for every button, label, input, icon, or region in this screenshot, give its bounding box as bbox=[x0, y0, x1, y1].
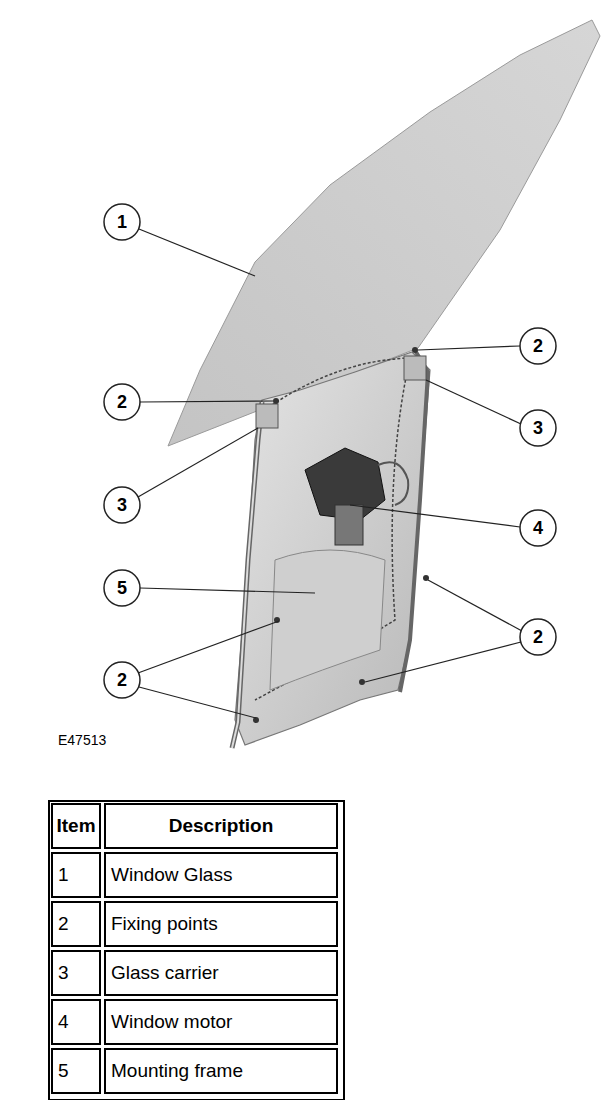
window-motor bbox=[335, 505, 363, 545]
table-cell: Glass carrier bbox=[104, 950, 338, 996]
regulator-cable bbox=[255, 358, 410, 700]
glass-carrier bbox=[256, 404, 278, 428]
mounting-frame bbox=[235, 352, 430, 745]
figure-code: E47513 bbox=[58, 732, 106, 748]
guide-rail bbox=[400, 352, 428, 692]
table-cell: 1 bbox=[51, 852, 101, 898]
callout-number: 2 bbox=[104, 662, 140, 698]
callout-number: 3 bbox=[104, 487, 140, 523]
callout-circles bbox=[104, 204, 556, 698]
callout-number: 3 bbox=[520, 410, 556, 446]
table-cell: Item bbox=[51, 803, 101, 849]
callout-number: 2 bbox=[520, 619, 556, 655]
guide-rail bbox=[232, 402, 262, 748]
callout-number: 1 bbox=[104, 204, 140, 240]
table-cell: Mounting frame bbox=[104, 1048, 338, 1094]
fixing-point bbox=[359, 679, 365, 685]
table-cell: Fixing points bbox=[104, 901, 338, 947]
callout-number: 5 bbox=[104, 570, 140, 606]
callout-number: 2 bbox=[104, 384, 140, 420]
fixing-point bbox=[412, 347, 418, 353]
leader-lines bbox=[138, 229, 522, 718]
guide-rail bbox=[232, 402, 262, 748]
table-cell: 5 bbox=[51, 1048, 101, 1094]
motor-wiring bbox=[378, 462, 408, 505]
callout-number: 2 bbox=[520, 328, 556, 364]
table-cell: Description bbox=[104, 803, 338, 849]
table-cell: 2 bbox=[51, 901, 101, 947]
table-cell: Window Glass bbox=[104, 852, 338, 898]
fixing-point bbox=[273, 398, 279, 404]
table-cell: 4 bbox=[51, 999, 101, 1045]
callout-number: 4 bbox=[520, 510, 556, 546]
glass-carrier bbox=[404, 356, 426, 380]
table-cell: 3 bbox=[51, 950, 101, 996]
frame-recess bbox=[270, 550, 385, 690]
table-cell: Window motor bbox=[104, 999, 338, 1045]
